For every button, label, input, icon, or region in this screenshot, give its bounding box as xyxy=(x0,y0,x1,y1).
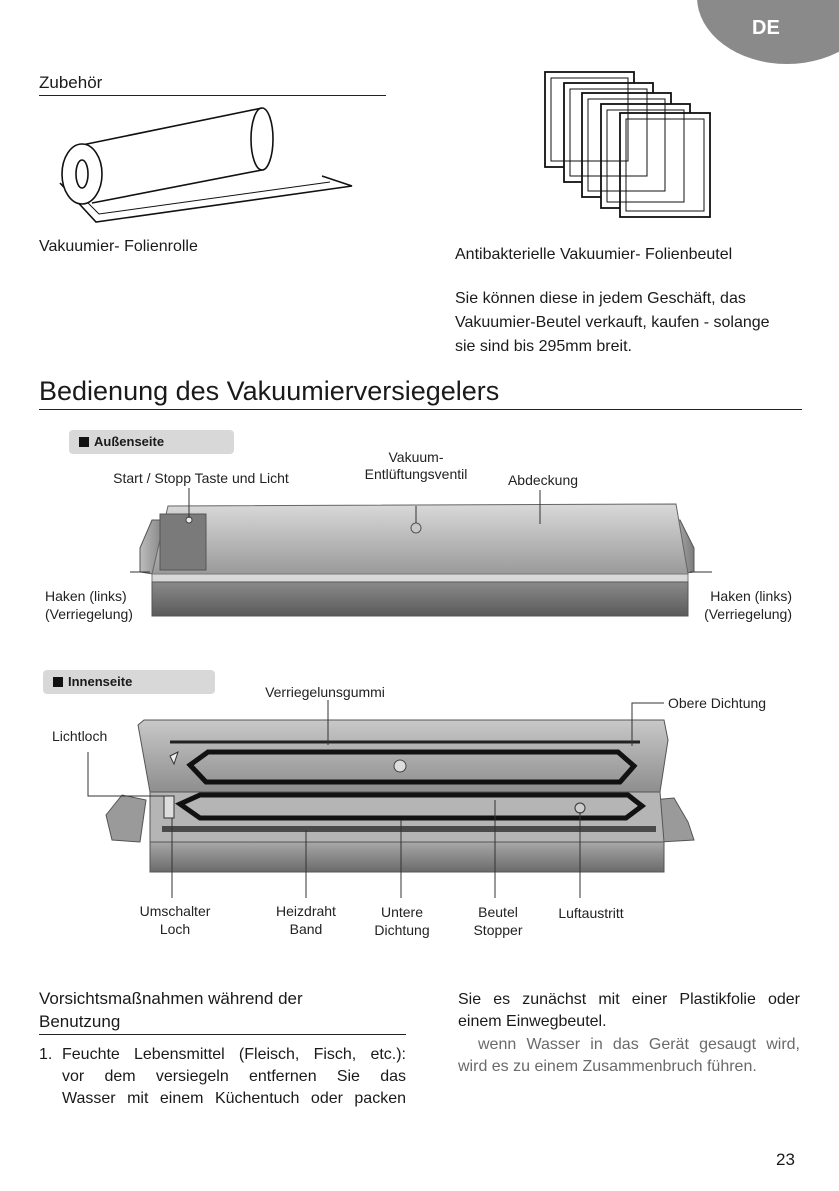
label-heater-line1: Heizdraht xyxy=(276,903,336,919)
inside-tag: Innenseite xyxy=(43,670,215,694)
precautions-col2-line3: wenn Wasser in das Gerät gesaugt wird, xyxy=(478,1036,800,1053)
precautions-heading-rule xyxy=(39,1034,406,1035)
label-vent-line2: Entlüftungsventil xyxy=(364,466,468,482)
label-light-hole: Lichtloch xyxy=(52,728,108,744)
outside-tag: Außenseite xyxy=(69,430,234,454)
inside-tag-label: Innenseite xyxy=(68,674,133,689)
label-bag-stopper-line2: Stopper xyxy=(473,922,523,938)
label-cover: Abdeckung xyxy=(507,472,579,488)
precautions-col2-line1: Sie es zunächst mit einer Plastikfolie o… xyxy=(458,991,800,1008)
list-item-line2: vor dem versiegeln entfernen Sie das xyxy=(62,1068,406,1085)
bags-note-line1: Sie können diese in jedem Geschäft, das xyxy=(455,290,746,307)
accessories-heading-rule xyxy=(39,95,386,96)
label-hook-right-line1: Haken (links) xyxy=(710,588,792,604)
operation-title-rule xyxy=(39,409,802,410)
operation-title: Bedienung des Vakuumierversiegelers xyxy=(39,376,500,406)
label-hook-left-line1: Haken (links) xyxy=(45,588,127,604)
outside-tag-label: Außenseite xyxy=(94,434,165,449)
language-tab-label: DE xyxy=(752,17,780,39)
bags-caption: Antibakterielle Vakuumier- Folienbeutel xyxy=(455,246,733,263)
list-item-line3: Wasser mit einem Küchentuch oder packen xyxy=(62,1090,406,1107)
label-lower-seal-line2: Dichtung xyxy=(374,922,430,938)
precautions-heading-line1: Vorsichtsmaßnahmen während der xyxy=(39,989,303,1008)
precautions-col2-line4: wird es zu einem Zusammenbruch führen. xyxy=(458,1058,757,1075)
precautions-col2-line2: einem Einwegbeutel. xyxy=(458,1013,607,1030)
label-start-stop: Start / Stopp Taste und Licht xyxy=(113,470,289,486)
label-vent-line1: Vakuum- xyxy=(388,449,444,465)
accessories-heading: Zubehör xyxy=(39,73,103,92)
list-item-number: 1. xyxy=(39,1046,53,1063)
list-item-line1: Feuchte Lebensmittel (Fleisch, Fisch, et… xyxy=(62,1046,406,1063)
bags-note-line3: sie sind bis 295mm breit. xyxy=(455,338,632,355)
page-number: 23 xyxy=(776,1150,795,1169)
bags-note-line2: Vakuumier-Beutel verkauft, kaufen - sola… xyxy=(455,314,770,331)
label-switch-line1: Umschalter xyxy=(139,903,211,919)
label-bag-stopper-line1: Beutel xyxy=(478,904,518,920)
label-upper-seal: Obere Dichtung xyxy=(668,695,767,711)
label-lower-seal-line1: Untere xyxy=(380,904,424,920)
label-hook-left-line2: (Verriegelung) xyxy=(45,606,133,622)
square-bullet-icon xyxy=(53,677,63,687)
label-air-outlet: Luftaustritt xyxy=(558,905,624,921)
roll-caption: Vakuumier- Folienrolle xyxy=(39,238,198,255)
square-bullet-icon xyxy=(79,437,89,447)
label-heater-line2: Band xyxy=(289,921,323,937)
label-locking-rubber: Verriegelunsgummi xyxy=(265,684,385,700)
label-hook-right-line2: (Verriegelung) xyxy=(704,606,792,622)
label-switch-line2: Loch xyxy=(159,921,191,937)
precautions-heading-line2: Benutzung xyxy=(39,1012,121,1031)
